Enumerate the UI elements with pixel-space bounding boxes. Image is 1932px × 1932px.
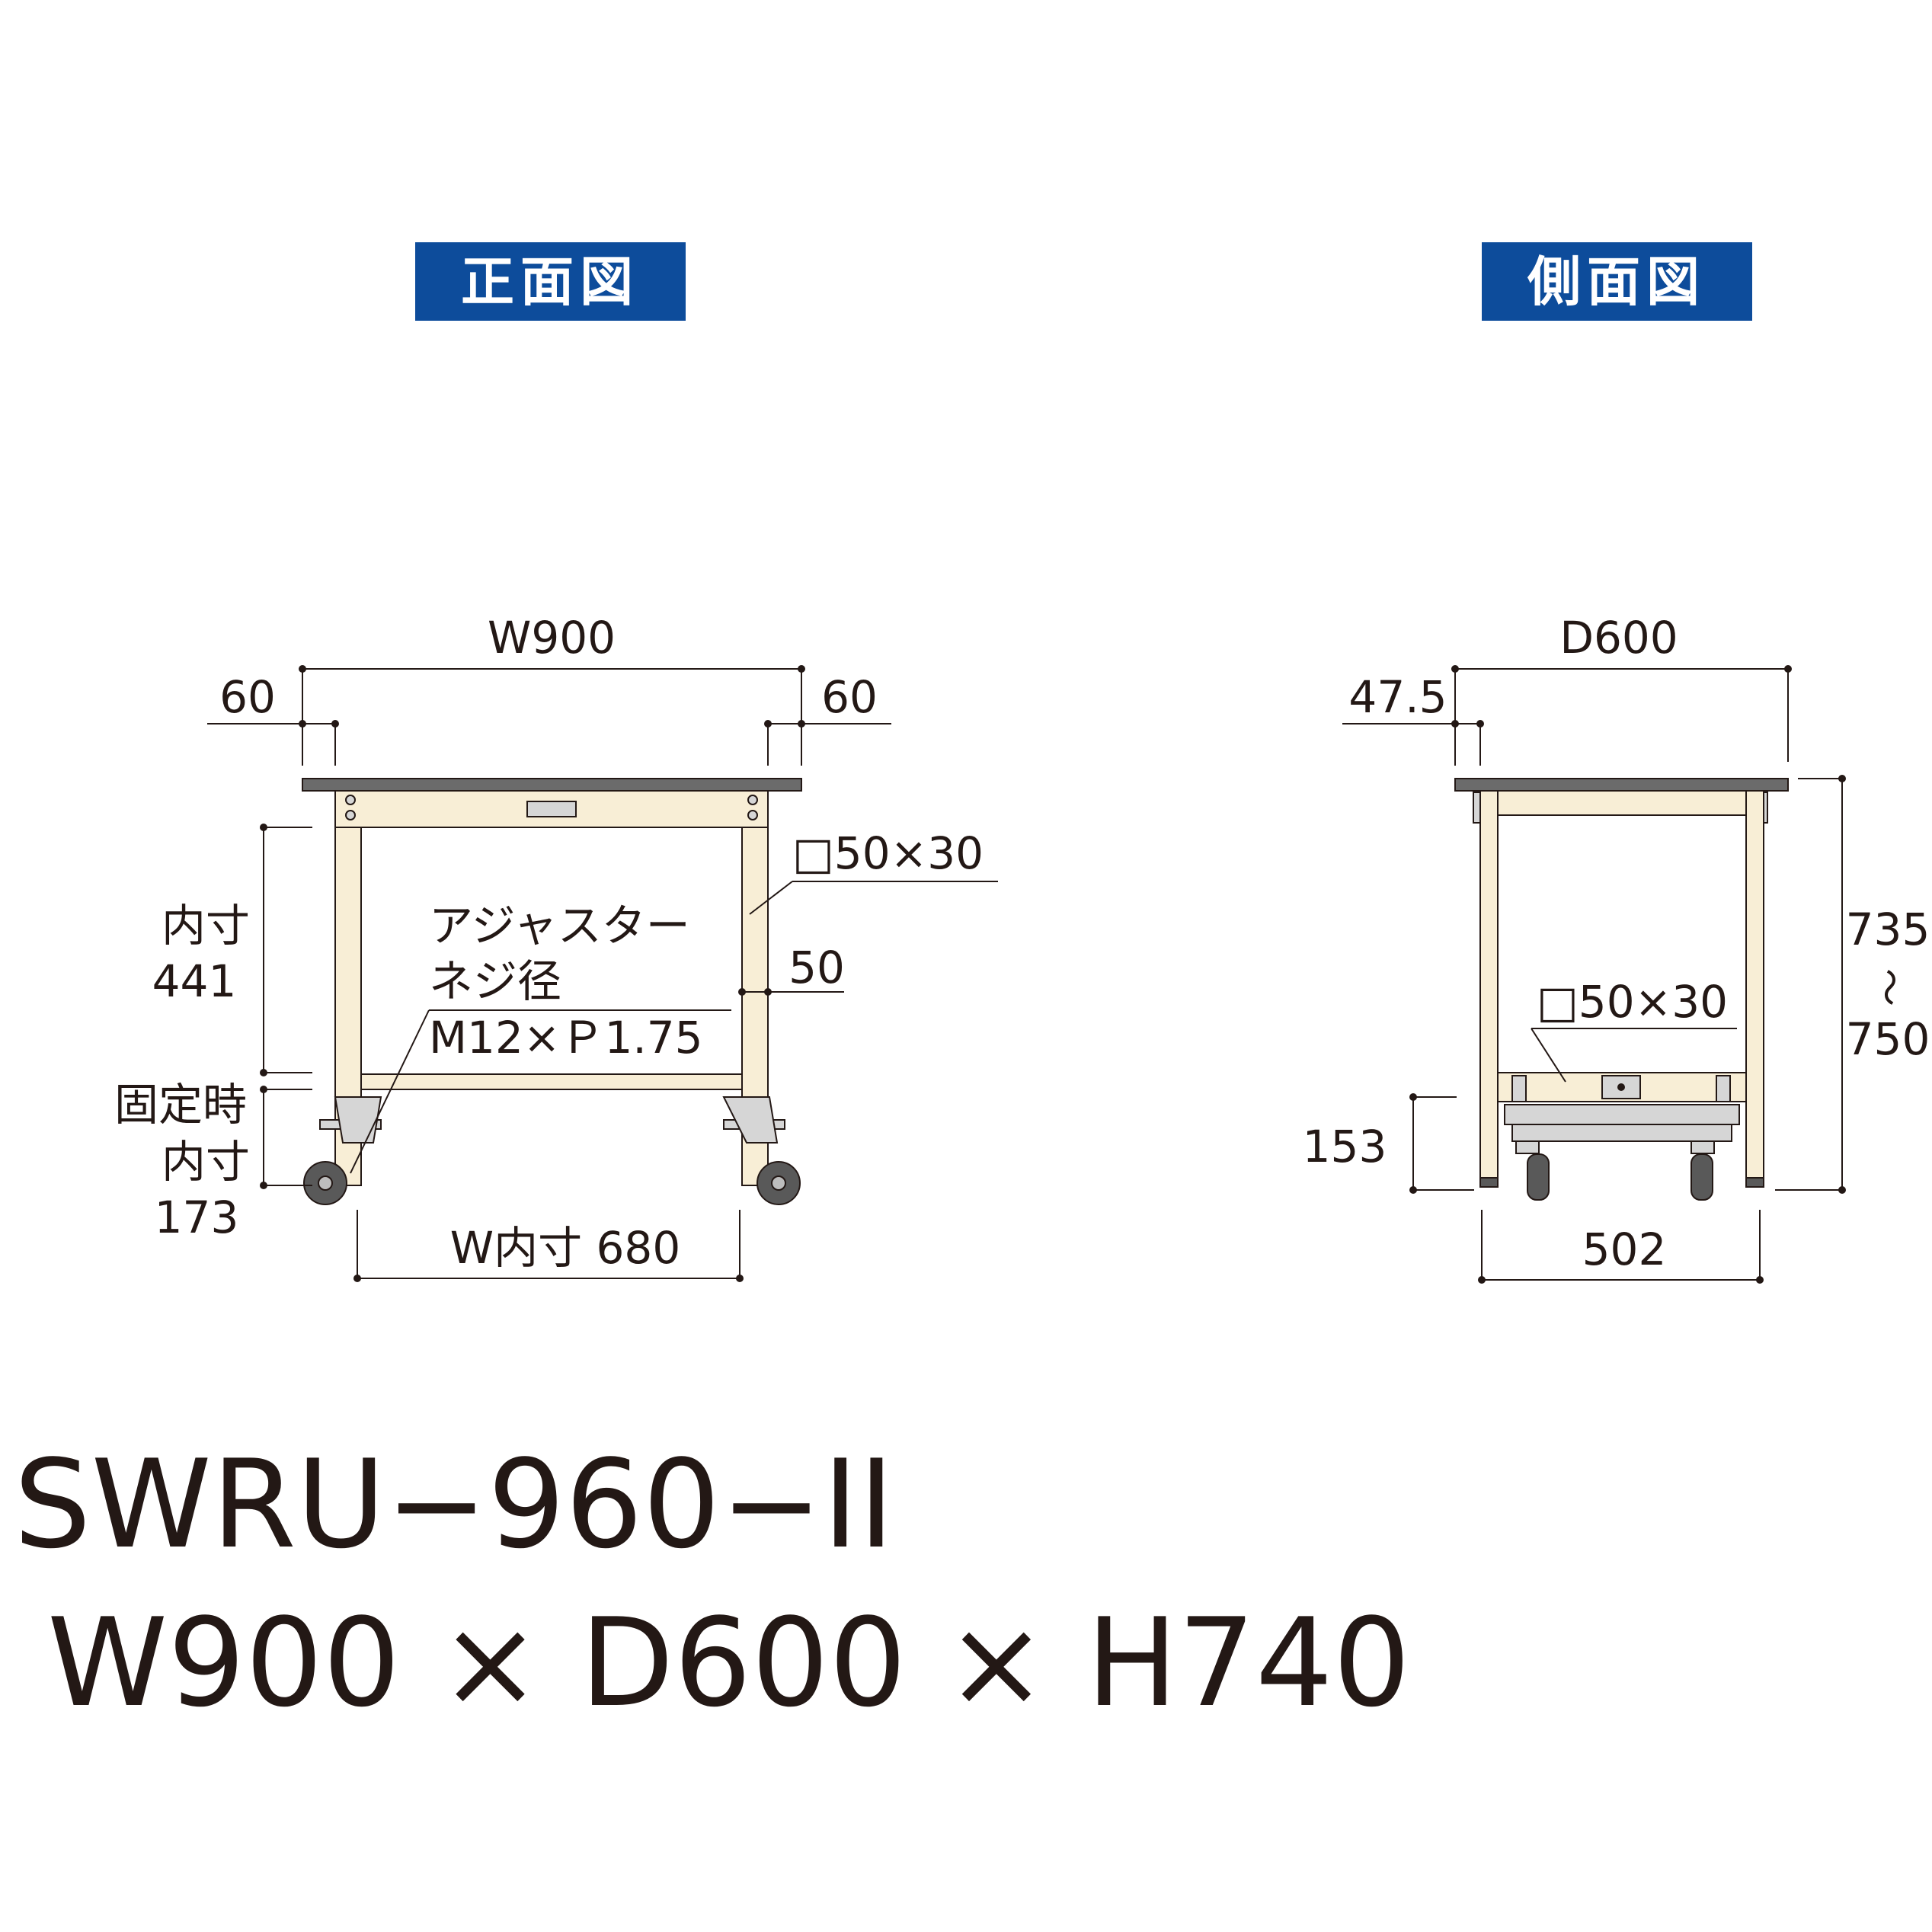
side-caster-plate [1504, 1104, 1740, 1125]
front-adjuster-line1: アジャスター [429, 900, 690, 952]
front-inner-width-label: W内寸 680 [450, 1222, 681, 1274]
front-title-badge [415, 242, 686, 321]
front-lower-beam [360, 1073, 743, 1090]
front-title: 正面図 [461, 251, 639, 313]
front-dim-beam: 50 [738, 942, 845, 996]
front-dim-width: W900 [299, 612, 805, 766]
side-height-tilde: ～ [1866, 968, 1911, 1006]
front-adjuster-line2: ネジ径 [429, 955, 561, 1007]
side-title: 側面図 [1527, 251, 1706, 313]
side-height-bottom: 750 [1846, 1013, 1930, 1065]
side-right-leg [1745, 790, 1764, 1186]
side-tabletop [1454, 778, 1789, 792]
front-inner-height-value: 441 [152, 955, 237, 1007]
side-dim-offset: 47.5 [1342, 671, 1484, 766]
front-view: 正面図 W900 60 60 [114, 242, 998, 1282]
side-inner-depth-label: 502 [1582, 1223, 1667, 1275]
side-title-badge [1482, 242, 1752, 321]
side-pipe-label: □50×30 [1537, 976, 1728, 1028]
side-table [1454, 778, 1789, 1201]
front-tabletop [302, 778, 802, 792]
side-right-caster [1690, 1153, 1713, 1201]
side-dim-depth: D600 [1451, 612, 1792, 766]
side-height-top: 735 [1846, 904, 1930, 955]
front-dim-inner-width: W内寸 680 [353, 1210, 744, 1282]
side-dim-lower: 153 [1303, 1093, 1474, 1194]
side-pipe-callout: □50×30 [1531, 976, 1737, 1083]
model-size: W900 × D600 × H740 [47, 1591, 1410, 1734]
front-adjuster-line3: M12×Ｐ1.75 [429, 1012, 703, 1064]
side-offset-label: 47.5 [1348, 671, 1447, 723]
front-width-label: W900 [488, 612, 616, 664]
front-pipe-label: □50×30 [792, 827, 984, 879]
side-upper-beam [1497, 790, 1747, 816]
front-inner-height-label: 内寸 [162, 900, 250, 952]
front-dim-margins: 60 60 [207, 671, 891, 766]
front-dim-fixed: 固定時 内寸 173 [114, 1079, 312, 1243]
side-lower-label: 153 [1303, 1121, 1387, 1172]
front-right-margin-label: 60 [821, 671, 878, 723]
front-dim-inner-height: 内寸 441 [152, 824, 312, 1076]
front-fixed-line1: 固定時 [114, 1079, 247, 1131]
front-beam-label: 50 [788, 942, 845, 993]
side-view: 側面図 D600 47.5 [1303, 242, 1930, 1284]
front-table [302, 778, 802, 1205]
model-code: SWRU−960−II [14, 1433, 894, 1575]
side-dim-inner-depth: 502 [1478, 1210, 1764, 1284]
front-fixed-line2: 内寸 [162, 1136, 250, 1188]
front-fixed-value: 173 [155, 1192, 239, 1243]
side-dim-height: 735 ～ 750 [1775, 775, 1930, 1194]
front-left-margin-label: 60 [219, 671, 276, 723]
side-depth-label: D600 [1559, 612, 1678, 664]
front-handle [526, 801, 577, 817]
side-left-leg [1479, 790, 1499, 1186]
front-pipe-callout: □50×30 [749, 827, 998, 915]
front-adjuster-callout: アジャスター ネジ径 M12×Ｐ1.75 [350, 900, 731, 1174]
side-left-caster [1527, 1153, 1550, 1201]
